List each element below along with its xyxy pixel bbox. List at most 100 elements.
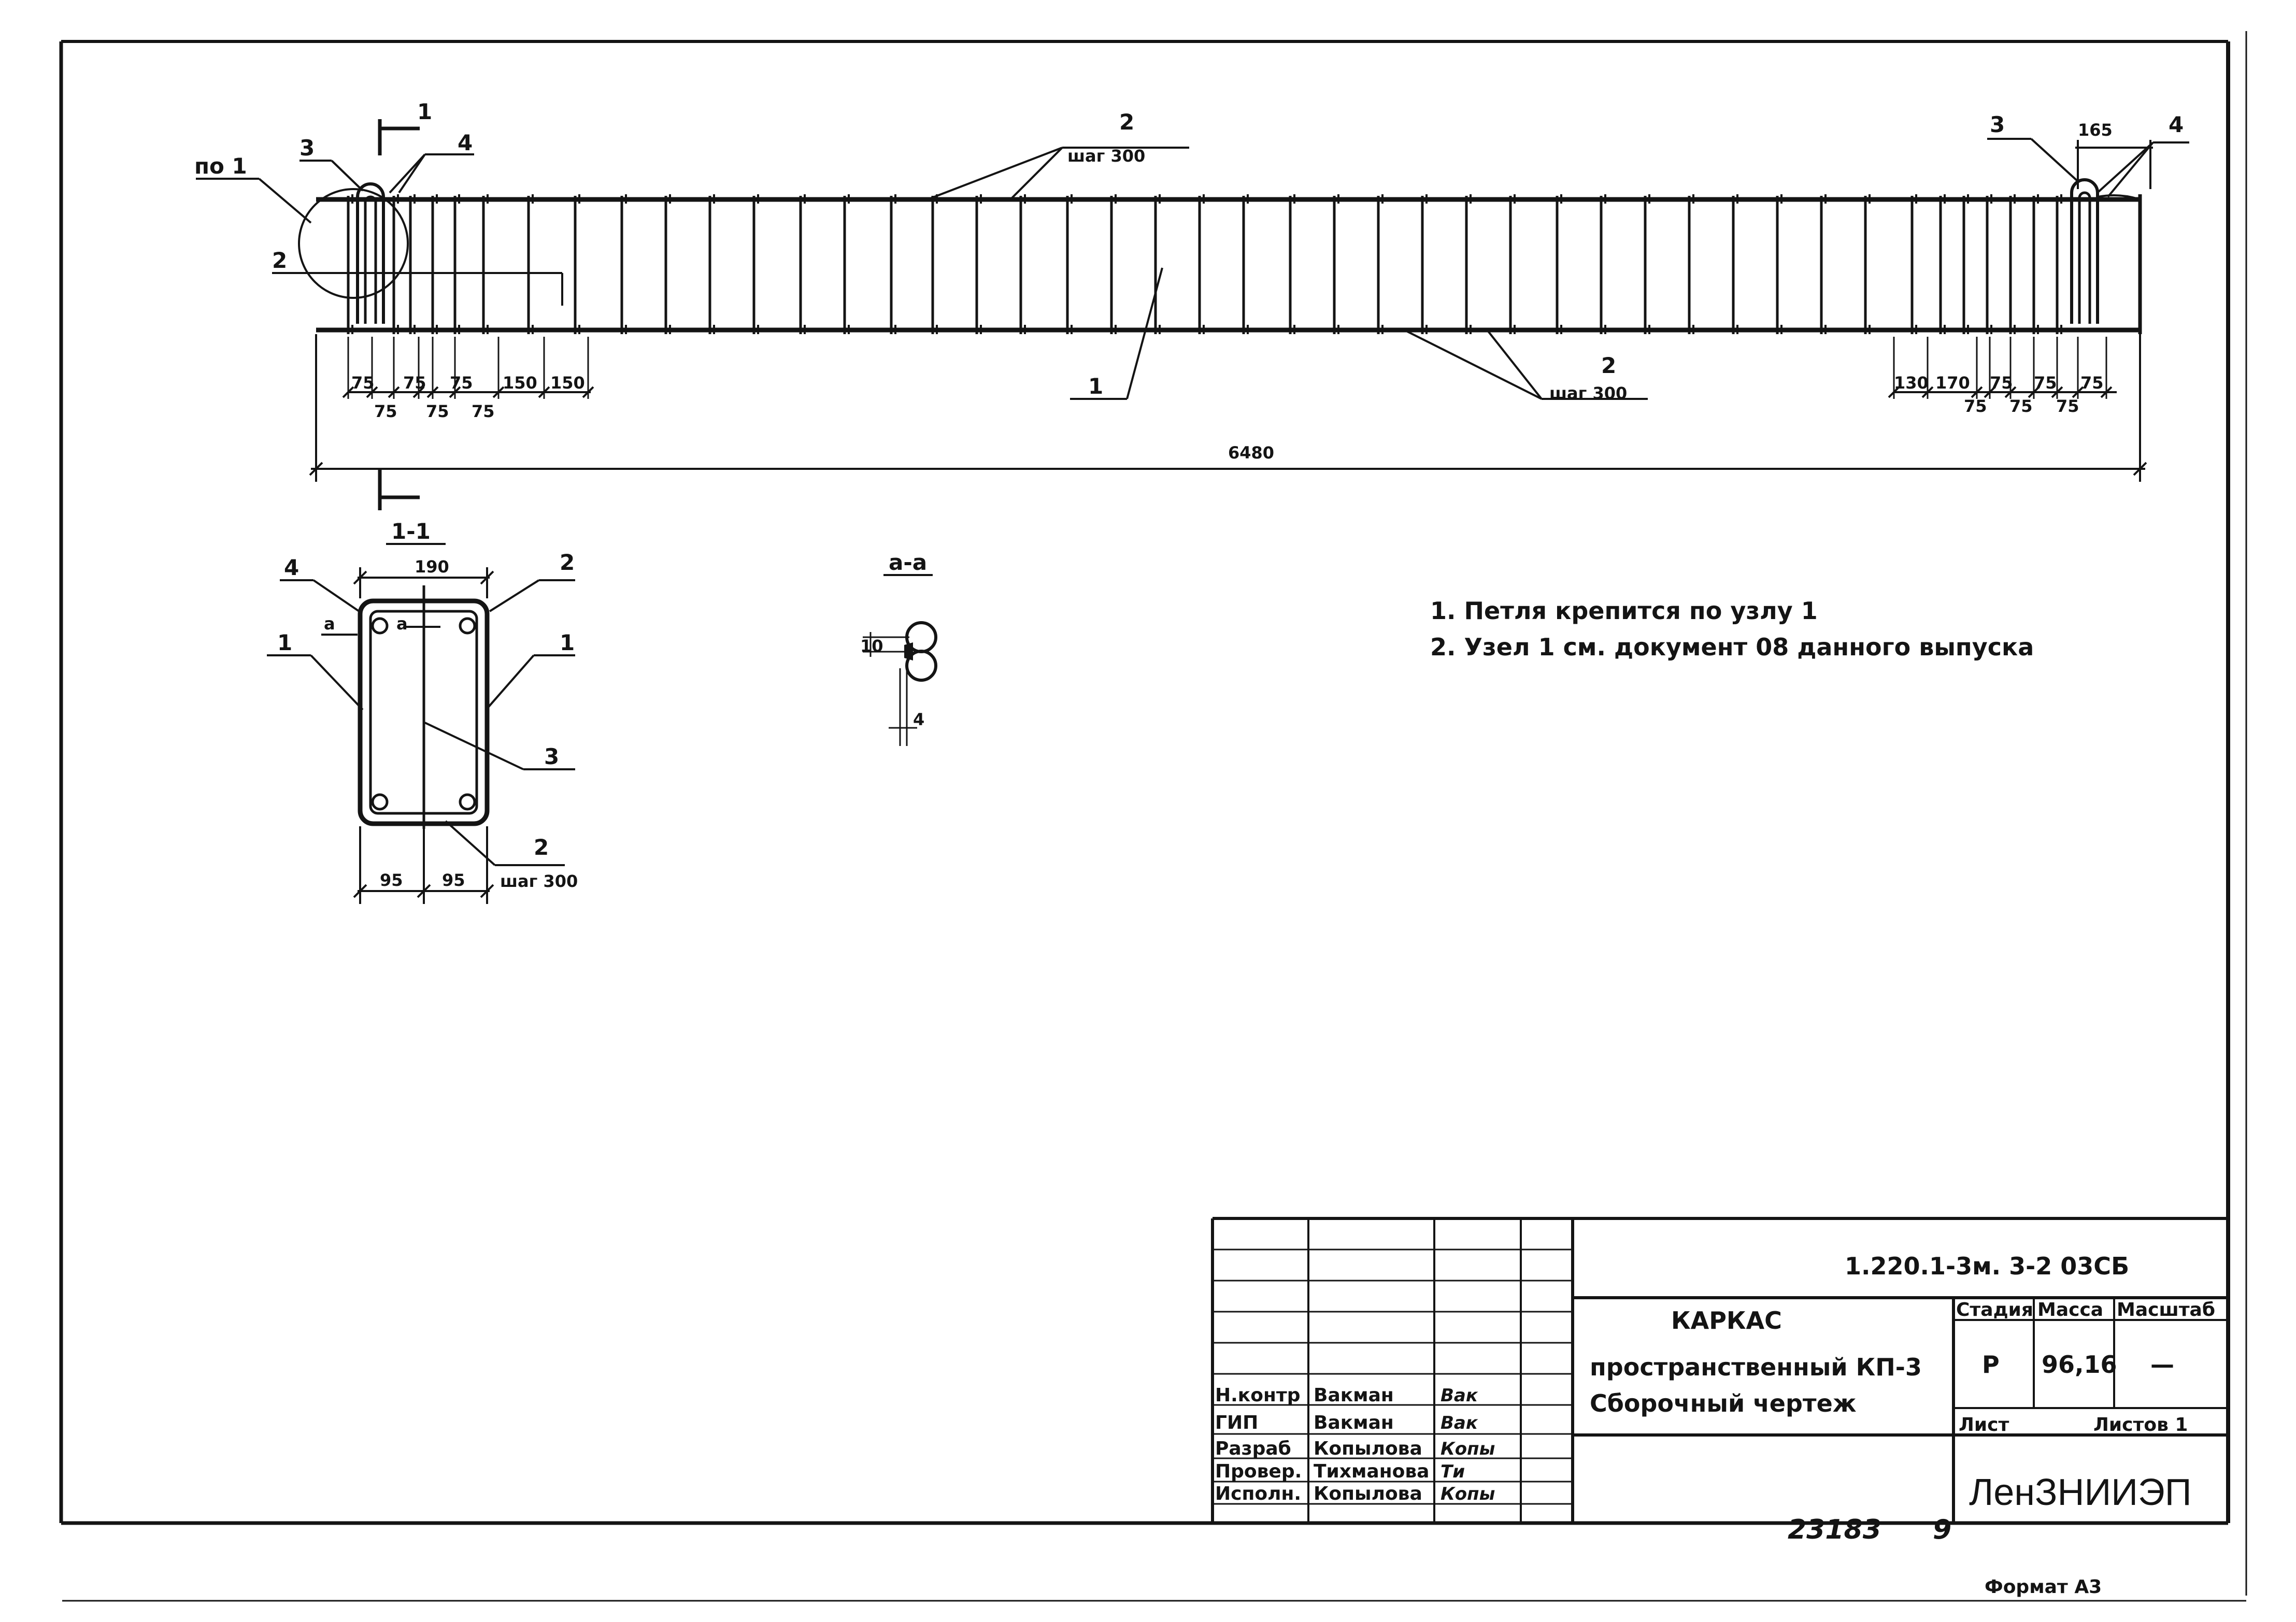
- sign-4: Копы: [1441, 1484, 1495, 1504]
- format-label: Формат А3: [1985, 1576, 2102, 1598]
- document-code: 1.220.1-3м. 3-2 03СБ: [1845, 1252, 2129, 1280]
- page-number: 9: [1933, 1514, 1951, 1545]
- section-half-width-0: 95: [380, 870, 403, 890]
- sign-3: Ти: [1441, 1461, 1465, 1482]
- dim-left-lower-1: 75: [426, 401, 449, 421]
- name-2: Копылова: [1314, 1438, 1422, 1459]
- cut-a-label-left: а: [324, 614, 335, 634]
- bar2-label-bottom: 2: [1601, 353, 1616, 378]
- organization-name: ЛенЗНИИЭП: [1969, 1472, 2192, 1513]
- cut-a-label-inner: а: [396, 614, 408, 634]
- sign-0: Вак: [1441, 1385, 1478, 1406]
- section-a-a-title: а-а: [889, 550, 927, 575]
- dim-tick-dim-ticks-right-5: [2028, 386, 2040, 398]
- dim-right-2: 75: [1990, 373, 2013, 393]
- frame-elevation: по 1 3 4 1 2 2 шаг 300 1 2 шаг 300 3 4 1…: [194, 99, 2189, 510]
- sign-2: Копы: [1441, 1439, 1495, 1459]
- name-0: Вакман: [1314, 1385, 1394, 1406]
- sheet-frame: [59, 31, 2247, 1602]
- dim-ticks-left: [342, 337, 594, 399]
- dim-tick-dim-ticks-right-7: [2072, 386, 2084, 398]
- section-a-a: а-а 10 4: [860, 550, 937, 746]
- dim-tick-dim-ticks-left-3: [412, 386, 425, 398]
- sign-1: Вак: [1441, 1413, 1478, 1433]
- section-pitch-label: шаг 300: [500, 871, 578, 891]
- sheets-label: Листов 1: [2093, 1414, 2188, 1436]
- bar4-label-right: 4: [2169, 112, 2184, 137]
- dim-tick-dim-ticks-right-4: [2004, 386, 2017, 398]
- bar4-label-left: 4: [458, 130, 473, 155]
- dim-left-2: 75: [450, 373, 473, 393]
- title-block: 1.220.1-3м. 3-2 03СБ КАРКАС пространстве…: [1211, 1217, 2228, 1523]
- dim-tick-dim-ticks-right-1: [1921, 386, 1934, 398]
- role-1: ГИП: [1215, 1412, 1258, 1433]
- archive-number: 23183: [1788, 1514, 1881, 1545]
- scale-header: Масштаб: [2117, 1299, 2215, 1320]
- dim-right-lower-1: 75: [2009, 396, 2033, 416]
- name-1: Вакман: [1314, 1412, 1394, 1433]
- bar1-label: 1: [1088, 374, 1103, 399]
- role-2: Разраб: [1215, 1438, 1291, 1459]
- stirrup-bars: [347, 194, 2062, 334]
- notes: 1. Петля крепится по узлу 1 2. Узел 1 см…: [1430, 597, 2034, 661]
- dim-tick-dim-ticks-right-2: [1971, 386, 1983, 398]
- section-half-width-1: 95: [442, 870, 465, 890]
- detail-circle: [298, 188, 409, 299]
- dim-tick-dim-ticks-left-4: [426, 386, 439, 398]
- dim-left-0: 75: [351, 373, 375, 393]
- dim-left-lower-0: 75: [374, 401, 397, 421]
- section-a-a-dim-4: 4: [913, 710, 924, 729]
- sheet-label: Лист: [1959, 1414, 2009, 1436]
- detail-ref-label: по 1: [194, 153, 247, 179]
- dim-right-lower-0: 75: [1964, 396, 1987, 416]
- stage-header: Стадия: [1956, 1299, 2033, 1320]
- name-3: Тихманова: [1314, 1461, 1429, 1482]
- elevation-dimensions: 75 75 75 150 150 75 75 75 130 170 75 75 …: [309, 140, 2153, 482]
- section-width-dim: 190: [415, 557, 449, 577]
- lifting-loop-left: [356, 182, 385, 324]
- dim-tick-dim-ticks-left-6: [492, 386, 505, 398]
- title-line-1: КАРКАС: [1671, 1307, 1782, 1334]
- dim-ticks-right: [1888, 337, 2113, 399]
- section-pitch-bar-label: 2: [534, 835, 549, 860]
- mass-header: Масса: [2037, 1299, 2103, 1320]
- title-line-2: пространственный КП-3: [1590, 1353, 1922, 1381]
- dim-tick-dim-ticks-left-8: [582, 386, 594, 398]
- dim-right-lower-2: 75: [2056, 396, 2079, 416]
- dim-tick-dim-ticks-right-8: [2100, 386, 2113, 398]
- role-0: Н.контр: [1215, 1385, 1300, 1406]
- dim-tick-dim-ticks-right-3: [1984, 386, 1996, 398]
- bar2-label-left: 2: [272, 248, 287, 273]
- stage-value: Р: [1982, 1351, 2000, 1379]
- bar3-label-right: 3: [1990, 112, 2005, 137]
- total-length-dim: 6480: [1228, 443, 1274, 463]
- name-4: Копылова: [1314, 1483, 1422, 1504]
- section-marker-top: 1: [417, 99, 432, 124]
- dim-tick-dim-ticks-left-0: [342, 386, 354, 398]
- dim-tick-dim-ticks-left-5: [449, 386, 461, 398]
- title-line-3: Сборочный чертеж: [1590, 1389, 1857, 1417]
- dim-left-3: 150: [503, 373, 537, 393]
- bar2-label-top: 2: [1119, 109, 1134, 135]
- scale-value: —: [2150, 1351, 2174, 1379]
- section-bar4-label: 4: [284, 555, 299, 580]
- dim-tick-dim-ticks-left-1: [366, 386, 378, 398]
- section-bar3-label: 3: [544, 744, 559, 769]
- dim-right-4: 75: [2080, 373, 2104, 393]
- pitch-label-bottom: шаг 300: [1549, 383, 1627, 403]
- section-bar2-label: 2: [560, 550, 575, 575]
- section-1-1-title: 1-1: [391, 519, 431, 544]
- section-a-a-dim-10: 10: [860, 636, 883, 656]
- loop-spacing-dim: 165: [2078, 120, 2113, 140]
- dim-tick-dim-ticks-left-7: [538, 386, 550, 398]
- footer: 23183 9 Формат А3: [1788, 1514, 2102, 1598]
- dim-tick-dim-ticks-left-2: [388, 386, 400, 398]
- dim-left-4: 150: [550, 373, 585, 393]
- dim-tick-dim-ticks-right-0: [1888, 386, 1900, 398]
- lifting-loop-right: [2070, 178, 2099, 324]
- role-3: Провер.: [1215, 1461, 1302, 1482]
- dim-right-3: 75: [2034, 373, 2057, 393]
- section-bar1-label-right: 1: [560, 630, 575, 655]
- bar3-label-left: 3: [300, 135, 315, 161]
- role-4: Исполн.: [1215, 1483, 1301, 1504]
